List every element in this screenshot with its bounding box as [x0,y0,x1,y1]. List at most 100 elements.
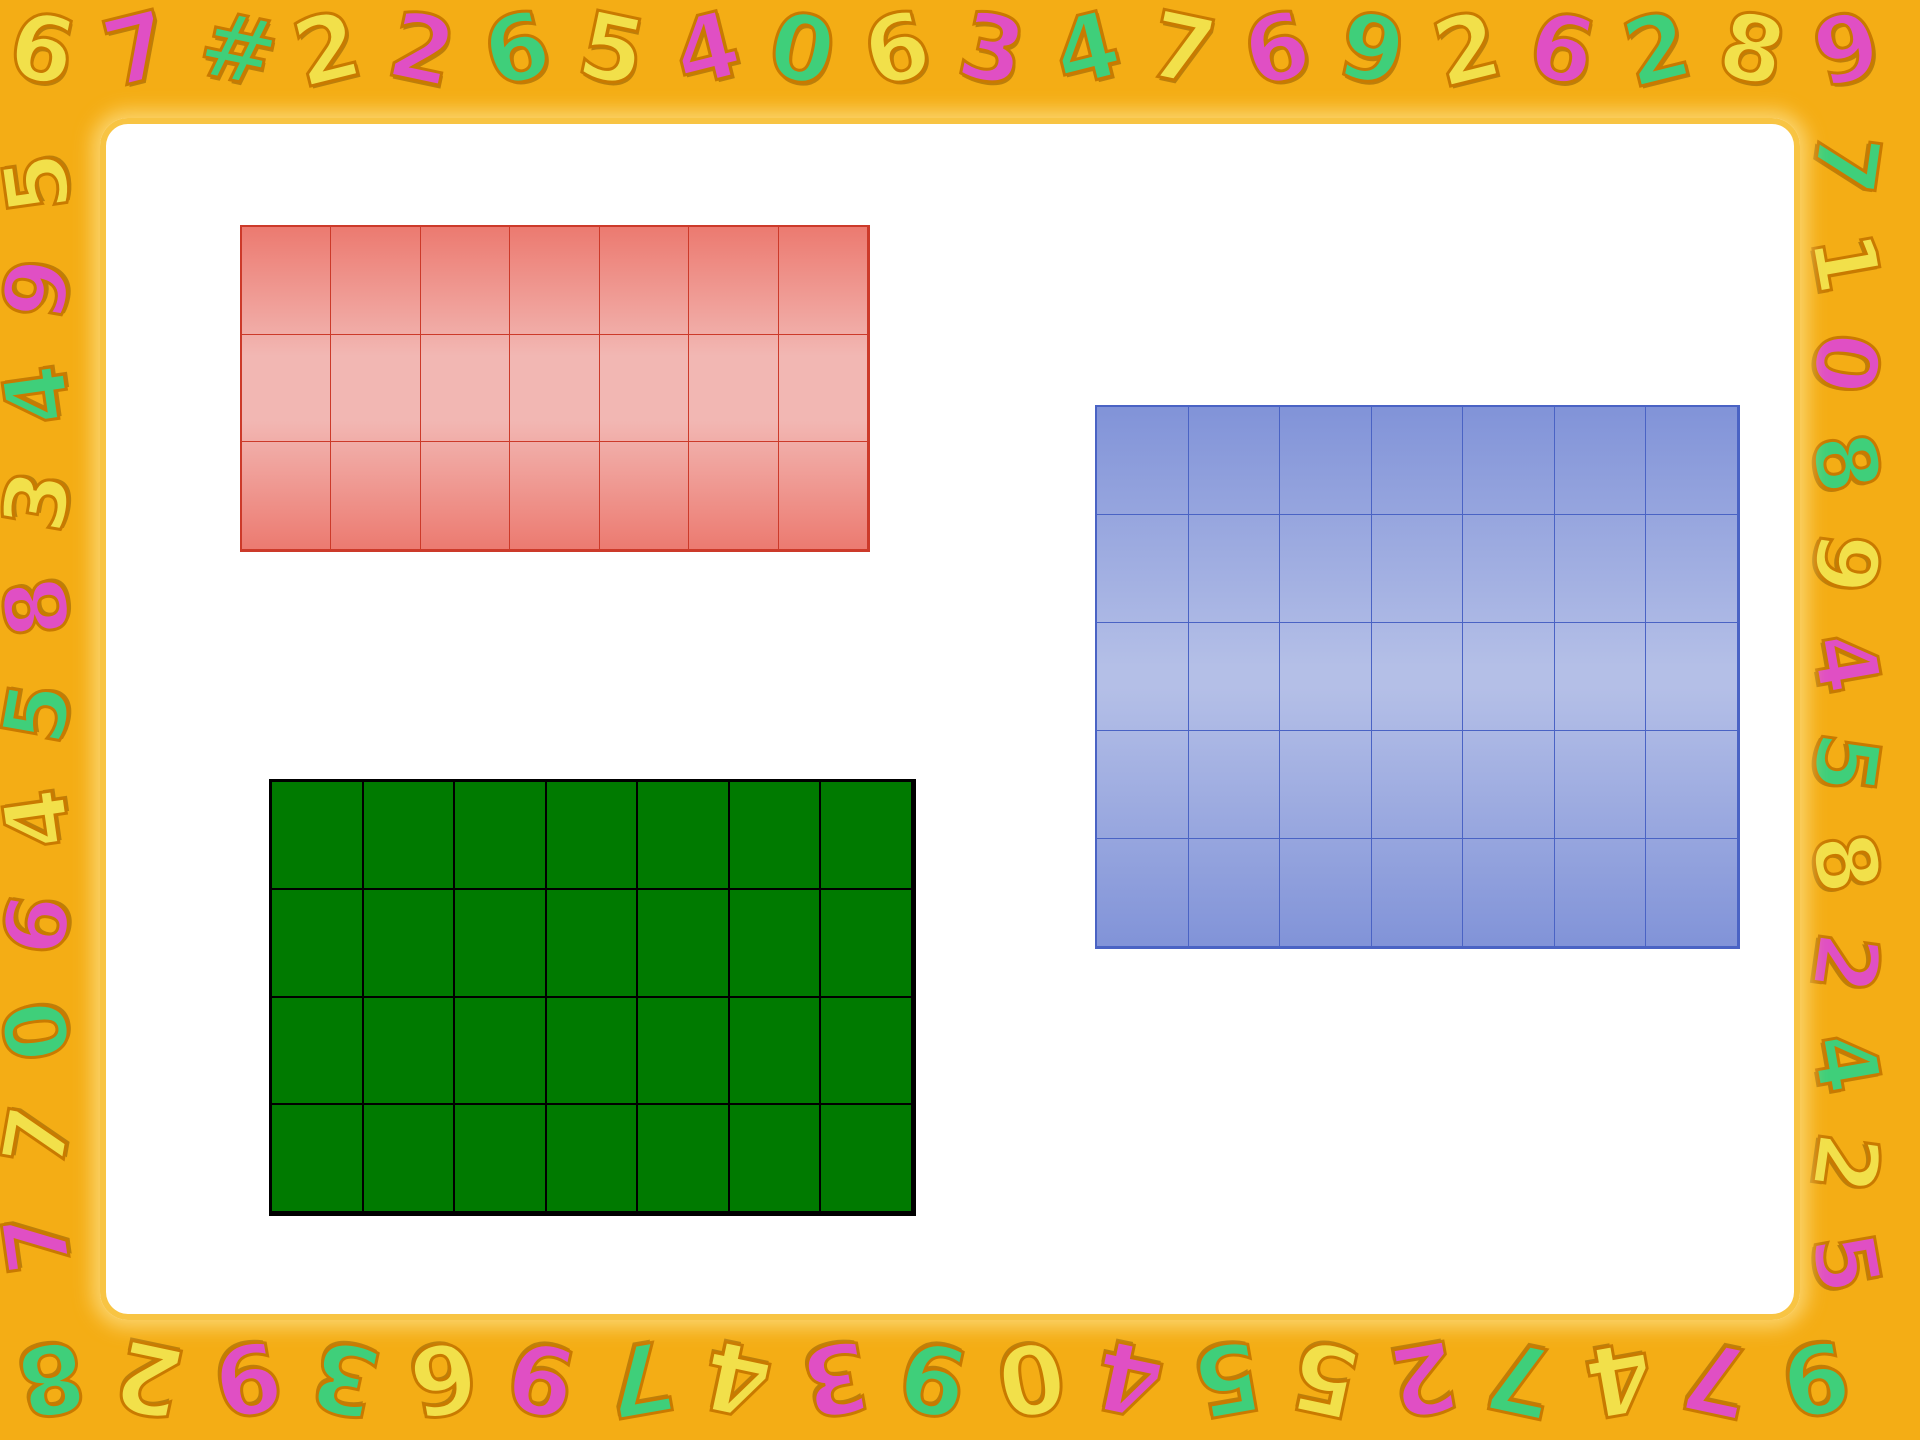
border-number-glyph: 2 [107,1324,192,1432]
grid-cell [364,998,456,1106]
grid-cell [779,227,868,335]
grid-cell [730,782,822,890]
grid-cell [421,442,510,550]
border-number-glyph: 5 [1798,727,1891,798]
border-number-glyph: 6 [475,0,559,102]
grid-cell [1463,623,1555,731]
grid-cell [1463,407,1555,515]
grid-cell [689,442,778,550]
border-number-glyph: 7 [0,1207,85,1278]
grid-cell [1097,839,1189,947]
border-number-glyph: 4 [0,359,85,430]
border-number-glyph: 6 [402,1325,484,1431]
grid-cell [600,442,689,550]
border-number-glyph: 4 [1087,1324,1172,1432]
grid-cell [1555,407,1647,515]
grid-cell [547,890,639,998]
grid-cell [1280,623,1372,731]
border-number-glyph: 6 [1,0,83,102]
grid-cell [1097,623,1189,731]
grid-cell [455,998,547,1106]
border-number-glyph: 9 [499,1324,584,1432]
border-number-glyph: 8 [1797,426,1892,500]
grid-cell [1097,515,1189,623]
grid-cell [779,335,868,443]
border-number-glyph: 2 [1798,927,1891,998]
grid-cell [1463,731,1555,839]
grid-cell [1372,623,1464,731]
border-number-glyph: 6 [1521,0,1603,102]
grid-cell [455,1105,547,1213]
grid-cell [689,227,778,335]
border-number-glyph: 0 [1798,327,1891,398]
grid-cell [455,890,547,998]
border-number-glyph: 2 [1425,0,1509,102]
grid-cell [600,227,689,335]
blue-grid-5x7 [1095,405,1740,949]
border-number-glyph: 7 [0,1100,85,1174]
grid-cell [1555,515,1647,623]
grid-cell [1372,731,1464,839]
border-number-glyph: 2 [1798,1127,1891,1198]
grid-cell [331,227,420,335]
border-number-glyph: 2 [285,0,369,102]
border-number-glyph: 7 [1675,1324,1760,1432]
grid-cell [364,782,456,890]
grid-cell [1463,515,1555,623]
border-number-glyph: 4 [665,0,749,102]
border-number-glyph: 5 [1186,1325,1268,1431]
red-grid-3x7 [240,225,870,552]
grid-cell [331,442,420,550]
grid-cell [510,227,599,335]
border-number-glyph: 9 [1774,1325,1856,1431]
grid-cell [638,1105,730,1213]
border-number-glyph: 5 [571,0,653,102]
grid-cell [272,1105,364,1213]
grid-cell [1280,407,1372,515]
border-number-glyph: 4 [1045,0,1129,102]
grid-cell [547,998,639,1106]
border-number-glyph: 4 [1578,1325,1660,1431]
grid-cell [1372,839,1464,947]
border-number-glyph: 0 [761,0,843,102]
grid-cell [821,782,913,890]
border-number-glyph: 9 [206,1325,288,1431]
grid-cell [730,1105,822,1213]
grid-cell [821,890,913,998]
border-number-glyph: 2 [1615,0,1699,102]
border-number-glyph: 8 [1711,0,1793,102]
grid-cell [730,998,822,1106]
grid-cell [1555,731,1647,839]
border-number-glyph: 2 [1382,1325,1464,1431]
border-number-glyph: 4 [695,1324,780,1432]
grid-cell [1280,515,1372,623]
grid-cell [730,890,822,998]
border-number-glyph: 7 [1479,1324,1564,1432]
grid-cell [821,1105,913,1213]
border-number-glyph: 6 [1235,0,1319,102]
grid-cell [1646,407,1738,515]
grid-cell [510,442,599,550]
grid-cell [272,998,364,1106]
grid-cell [1646,731,1738,839]
grid-cell [1646,515,1738,623]
border-number-glyph: 7 [1141,0,1223,102]
grid-cell [1555,623,1647,731]
border-number-glyph: 0 [0,995,85,1066]
grid-cell [1280,731,1372,839]
border-number-glyph: 2 [381,0,463,102]
border-number-glyph: 4 [0,783,85,854]
grid-cell [272,890,364,998]
grid-cell [1189,839,1281,947]
grid-cell [689,335,778,443]
border-number-glyph: 7 [598,1325,680,1431]
grid-cell [242,227,331,335]
grid-cell [1646,839,1738,947]
grid-cell [1372,407,1464,515]
grid-cell [638,890,730,998]
border-number-glyph: # [191,0,286,103]
grid-cell [242,442,331,550]
border-number-glyph: 9 [0,252,85,326]
border-number-glyph: 8 [10,1325,92,1431]
